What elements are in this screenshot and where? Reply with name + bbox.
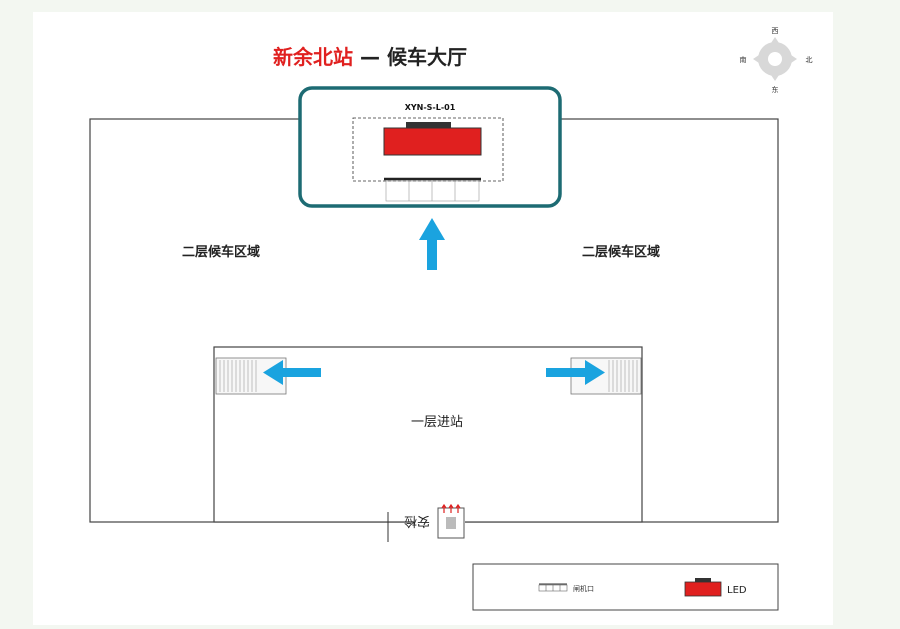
hall-name: 候车大厅 [387, 45, 467, 69]
map-canvas: 新余北站 — 候车大厅 西 北 东 南 [33, 12, 833, 625]
first-floor-entry-label: 一层进站 [411, 415, 463, 430]
led-legend-icon [684, 578, 722, 597]
floor-plan-diagram: 新余北站 — 候车大厅 西 北 东 南 [89, 27, 813, 611]
led-mount-bar [406, 122, 451, 128]
right-escalator [570, 357, 642, 395]
led-screen [383, 127, 482, 156]
legend-box: 闸机口 LED [472, 563, 779, 611]
right-waiting-zone-label: 二层候车区域 [582, 244, 660, 260]
page-title: 新余北站 — 候车大厅 [273, 45, 467, 69]
up-arrow-icon [419, 218, 445, 270]
compass-top-label: 西 [772, 27, 779, 35]
led-id-label: XYN-S-L-01 [405, 103, 456, 112]
security-check-label: 安检 [404, 513, 430, 528]
compass-icon: 西 北 东 南 [740, 27, 813, 94]
gate-legend-icon [538, 583, 568, 592]
right-arrow-icon [546, 360, 605, 385]
compass-right-label: 北 [806, 56, 813, 64]
security-arrows-icon [441, 503, 461, 513]
gate-row [384, 177, 481, 202]
left-waiting-zone-label: 二层候车区域 [182, 244, 260, 260]
compass-left-label: 南 [740, 55, 747, 64]
security-check-area: 安检 [387, 503, 465, 542]
led-legend-label: LED [727, 585, 747, 596]
title-separator: — [353, 45, 387, 69]
left-arrow-icon [263, 360, 321, 385]
gate-legend-label: 闸机口 [573, 584, 594, 593]
station-name: 新余北站 [273, 45, 353, 69]
compass-bottom-label: 东 [772, 85, 779, 94]
